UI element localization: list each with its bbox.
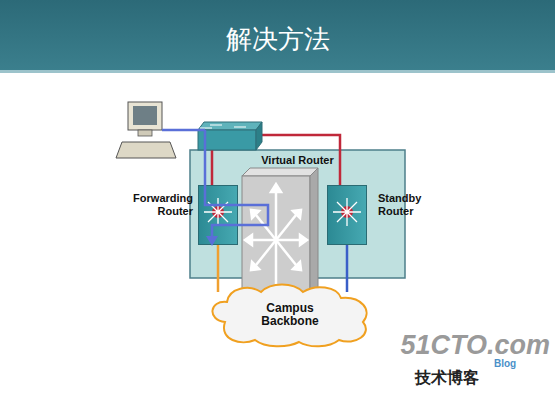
router-icon	[333, 198, 361, 226]
uplink-line	[217, 245, 220, 292]
watermark-text: 技术博客	[415, 368, 479, 389]
forwarding-router-box: Forwarding Router	[198, 185, 238, 245]
uplink-line	[346, 245, 349, 292]
slide-title: 解决方法	[0, 22, 555, 57]
standby-router-box: Standby Router	[327, 185, 367, 245]
watermark-blog: Blog	[494, 358, 516, 369]
title-banner: 解决方法	[0, 0, 555, 73]
node-label: Forwarding Router	[123, 192, 193, 218]
virtual-router-region: Virtual RouterForwarding Router Standby R…	[190, 150, 405, 278]
watermark-logo: 51CTO.com	[400, 330, 550, 361]
node-label: Standby Router	[378, 192, 438, 218]
node-label: Campus Backbone	[240, 302, 340, 328]
backbone-cloud: Campus Backbone	[205, 282, 375, 348]
node-label: Virtual Router	[240, 154, 355, 167]
router-icon	[204, 198, 232, 226]
